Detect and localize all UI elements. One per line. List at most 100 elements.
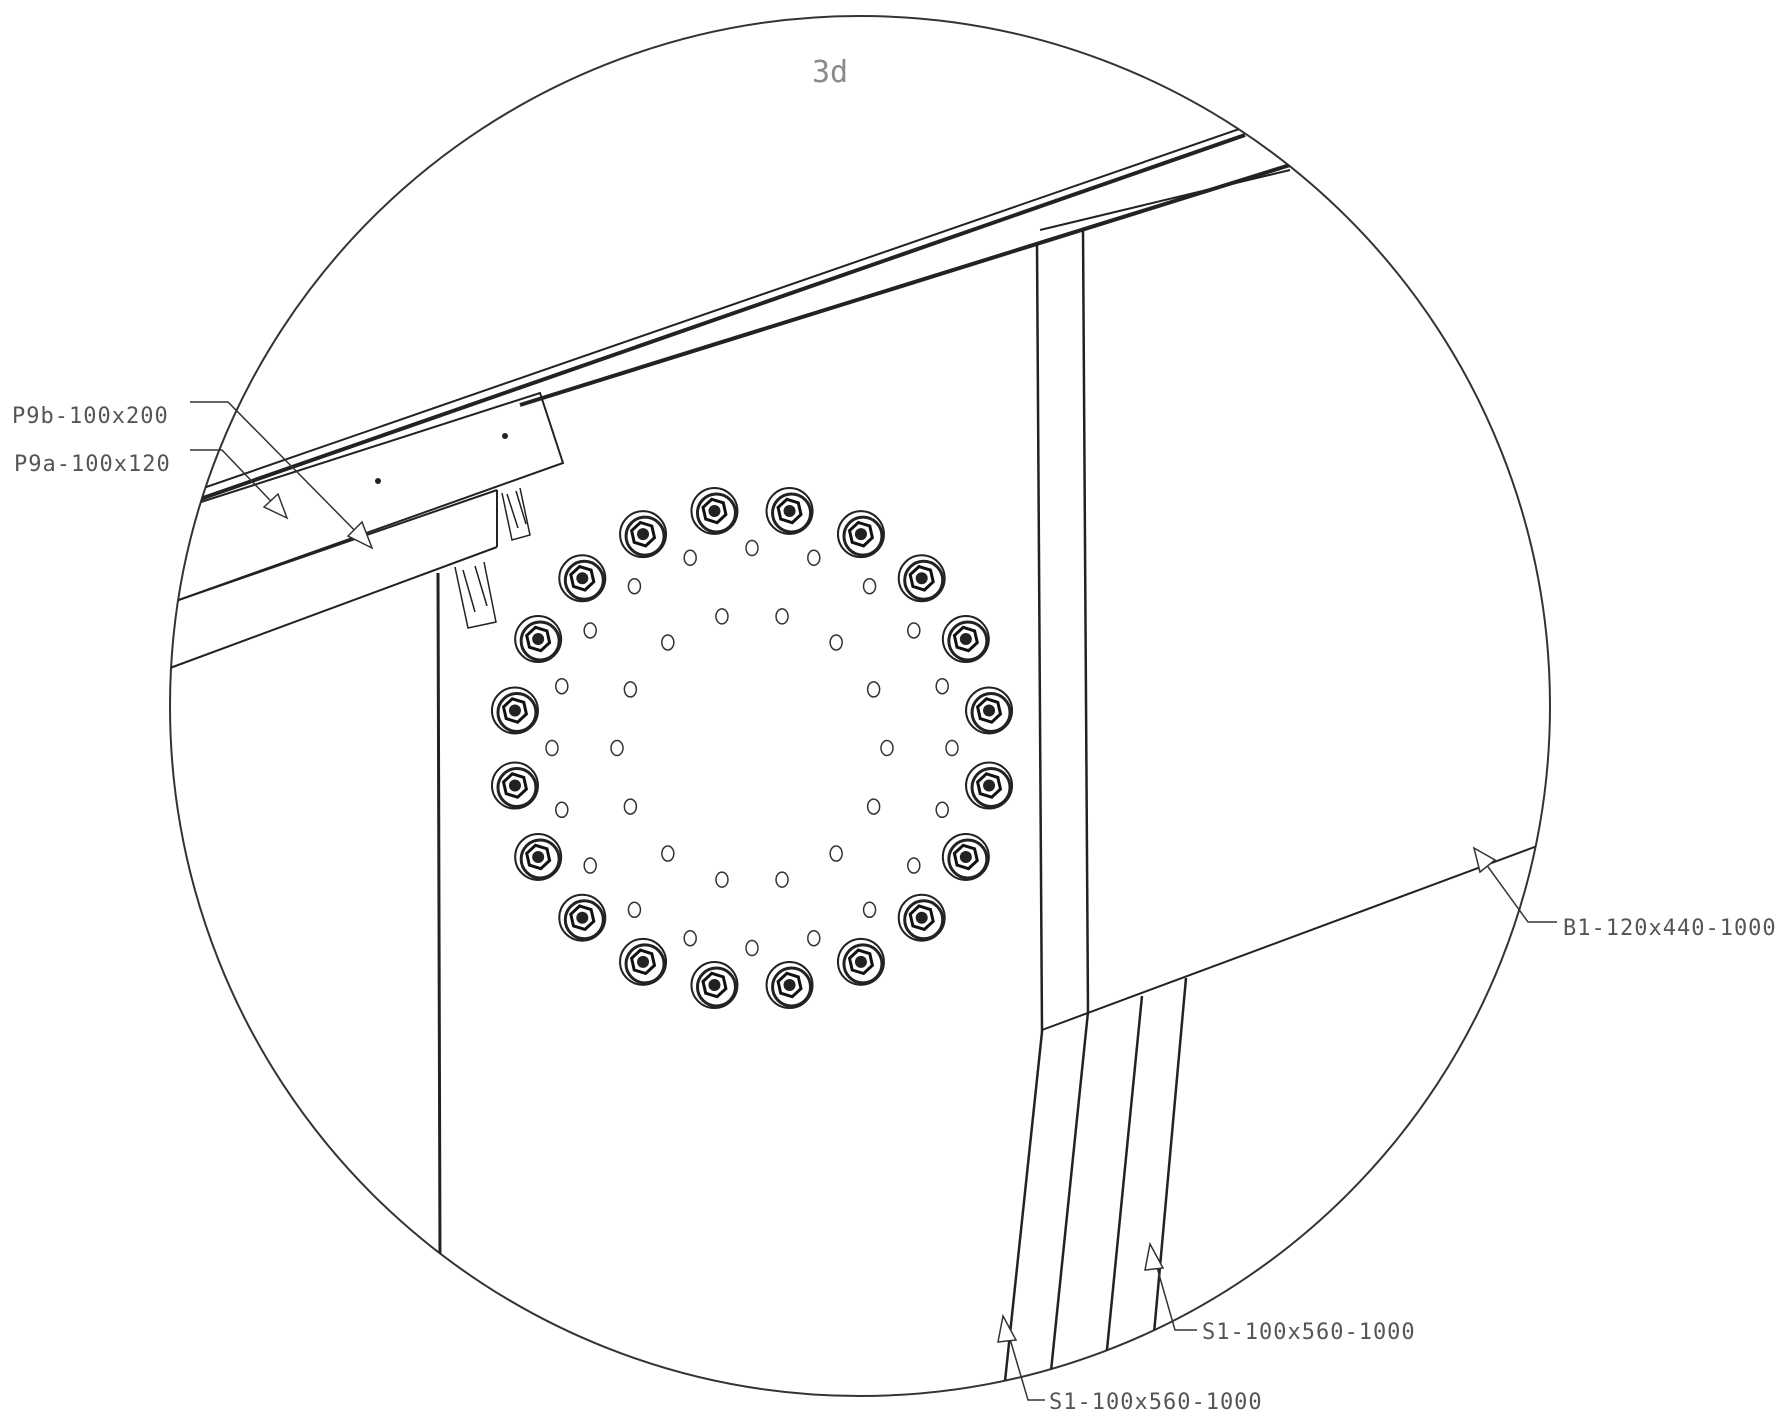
bolt bbox=[897, 554, 946, 603]
bolt-core bbox=[532, 633, 545, 646]
bolt-washer-shadow bbox=[695, 492, 737, 534]
inner-hole bbox=[745, 939, 759, 957]
leader-s1-lower bbox=[1004, 1321, 1045, 1401]
callout-b1: B1-120x440-1000 bbox=[1563, 916, 1777, 941]
inner-hole bbox=[623, 798, 638, 815]
bolt-core bbox=[576, 911, 589, 924]
bolt-washer-shadow bbox=[947, 620, 989, 662]
top-beam-edge bbox=[1039, 169, 1291, 231]
bolt-core bbox=[637, 955, 650, 968]
inner-hole bbox=[555, 677, 569, 695]
arrow-p9a bbox=[262, 492, 289, 520]
inner-hole bbox=[683, 929, 697, 947]
vertical-member-edge bbox=[1081, 229, 1090, 1013]
bolt-washer-shadow bbox=[970, 691, 1012, 733]
bolt bbox=[765, 961, 814, 1010]
inner-hole bbox=[935, 801, 949, 819]
plate-p9a-lower-edge bbox=[170, 489, 498, 604]
bolt-core bbox=[959, 633, 972, 646]
inner-hole bbox=[862, 901, 877, 919]
bolt-washer-shadow bbox=[563, 559, 605, 601]
bolt-core bbox=[576, 572, 589, 585]
inner-hole bbox=[583, 857, 597, 874]
inner-hole bbox=[866, 798, 881, 815]
bolt-core bbox=[532, 850, 545, 863]
plate-p9a-edge bbox=[170, 546, 498, 669]
inner-hole bbox=[555, 801, 569, 819]
bolt-core bbox=[915, 572, 928, 585]
bolt-core bbox=[637, 528, 650, 541]
inner-hole bbox=[745, 539, 759, 557]
inner-hole bbox=[627, 577, 642, 595]
bolt bbox=[765, 486, 814, 535]
b1-beam-edge bbox=[1041, 844, 1541, 1031]
bolt-washer-shadow bbox=[771, 492, 813, 534]
bolt-washer-shadow bbox=[903, 559, 945, 601]
top-beam-edge bbox=[170, 133, 1246, 522]
bolt-core bbox=[708, 504, 721, 517]
inner-hole bbox=[775, 608, 789, 625]
bolt-core bbox=[915, 911, 928, 924]
s1-stiffener-edge bbox=[1046, 1011, 1090, 1396]
bolt bbox=[514, 832, 563, 881]
bolt-washer-shadow bbox=[563, 899, 605, 941]
inner-hole bbox=[807, 929, 821, 947]
bolt bbox=[941, 615, 990, 664]
bolt bbox=[619, 510, 668, 559]
bolt bbox=[897, 893, 946, 942]
inner-hole bbox=[661, 634, 675, 651]
inner-hole bbox=[866, 681, 881, 698]
bolt-washer-shadow bbox=[842, 943, 884, 985]
arrow-s1-upper bbox=[1144, 1241, 1165, 1271]
vertical-member-edge bbox=[1035, 244, 1044, 1033]
inner-hole bbox=[627, 901, 642, 919]
bolt-washer-shadow bbox=[695, 966, 737, 1008]
inner-hole bbox=[610, 739, 624, 757]
bolt bbox=[965, 686, 1014, 735]
top-beam-edge bbox=[519, 163, 1291, 407]
bolt bbox=[836, 937, 885, 986]
callout-p9a: P9a-100x120 bbox=[14, 452, 171, 477]
bolt bbox=[619, 937, 668, 986]
inner-hole bbox=[880, 739, 894, 757]
bolt-core bbox=[854, 955, 867, 968]
inner-hole bbox=[807, 549, 821, 567]
bolt-core bbox=[783, 979, 796, 992]
bolt-washer-shadow bbox=[903, 899, 945, 941]
clip-bracket bbox=[454, 561, 497, 629]
bolt-washer-shadow bbox=[496, 691, 538, 733]
inner-hole bbox=[715, 608, 729, 625]
bolt bbox=[690, 961, 739, 1010]
arrow-p9b bbox=[346, 520, 374, 550]
inner-hole bbox=[862, 577, 877, 595]
leader-lines bbox=[190, 401, 1557, 1401]
leader-p9a bbox=[190, 449, 288, 519]
bolt-washer-shadow bbox=[519, 620, 561, 662]
callout-s1-lower: S1-100x560-1000 bbox=[1049, 1390, 1263, 1415]
web-plate-edge bbox=[436, 572, 442, 1263]
s1-stiffener-edge bbox=[1146, 977, 1188, 1396]
top-beam-edge bbox=[170, 126, 1246, 511]
bolt bbox=[490, 686, 539, 735]
plate-p9b bbox=[170, 391, 565, 605]
bolt bbox=[490, 761, 539, 810]
inner-hole bbox=[545, 739, 559, 757]
bolt-group bbox=[490, 486, 1014, 1010]
s1-stiffener-edge bbox=[1100, 995, 1144, 1396]
inner-hole bbox=[775, 871, 789, 888]
bolt-washer-shadow bbox=[947, 838, 989, 880]
bolt-core bbox=[708, 979, 721, 992]
bolt-core bbox=[508, 779, 521, 792]
bolt-core bbox=[959, 850, 972, 863]
inner-hole bbox=[683, 549, 697, 567]
bolt-core bbox=[983, 704, 996, 717]
bolt-washer-shadow bbox=[970, 767, 1012, 809]
bolt-washer-shadow bbox=[496, 767, 538, 809]
inner-hole bbox=[829, 845, 843, 862]
detail-title: 3d bbox=[812, 55, 848, 90]
inner-hole bbox=[715, 871, 729, 888]
bolt-core bbox=[508, 704, 521, 717]
arrow-s1-lower bbox=[997, 1313, 1018, 1343]
callout-s1-upper: S1-100x560-1000 bbox=[1202, 1320, 1416, 1345]
